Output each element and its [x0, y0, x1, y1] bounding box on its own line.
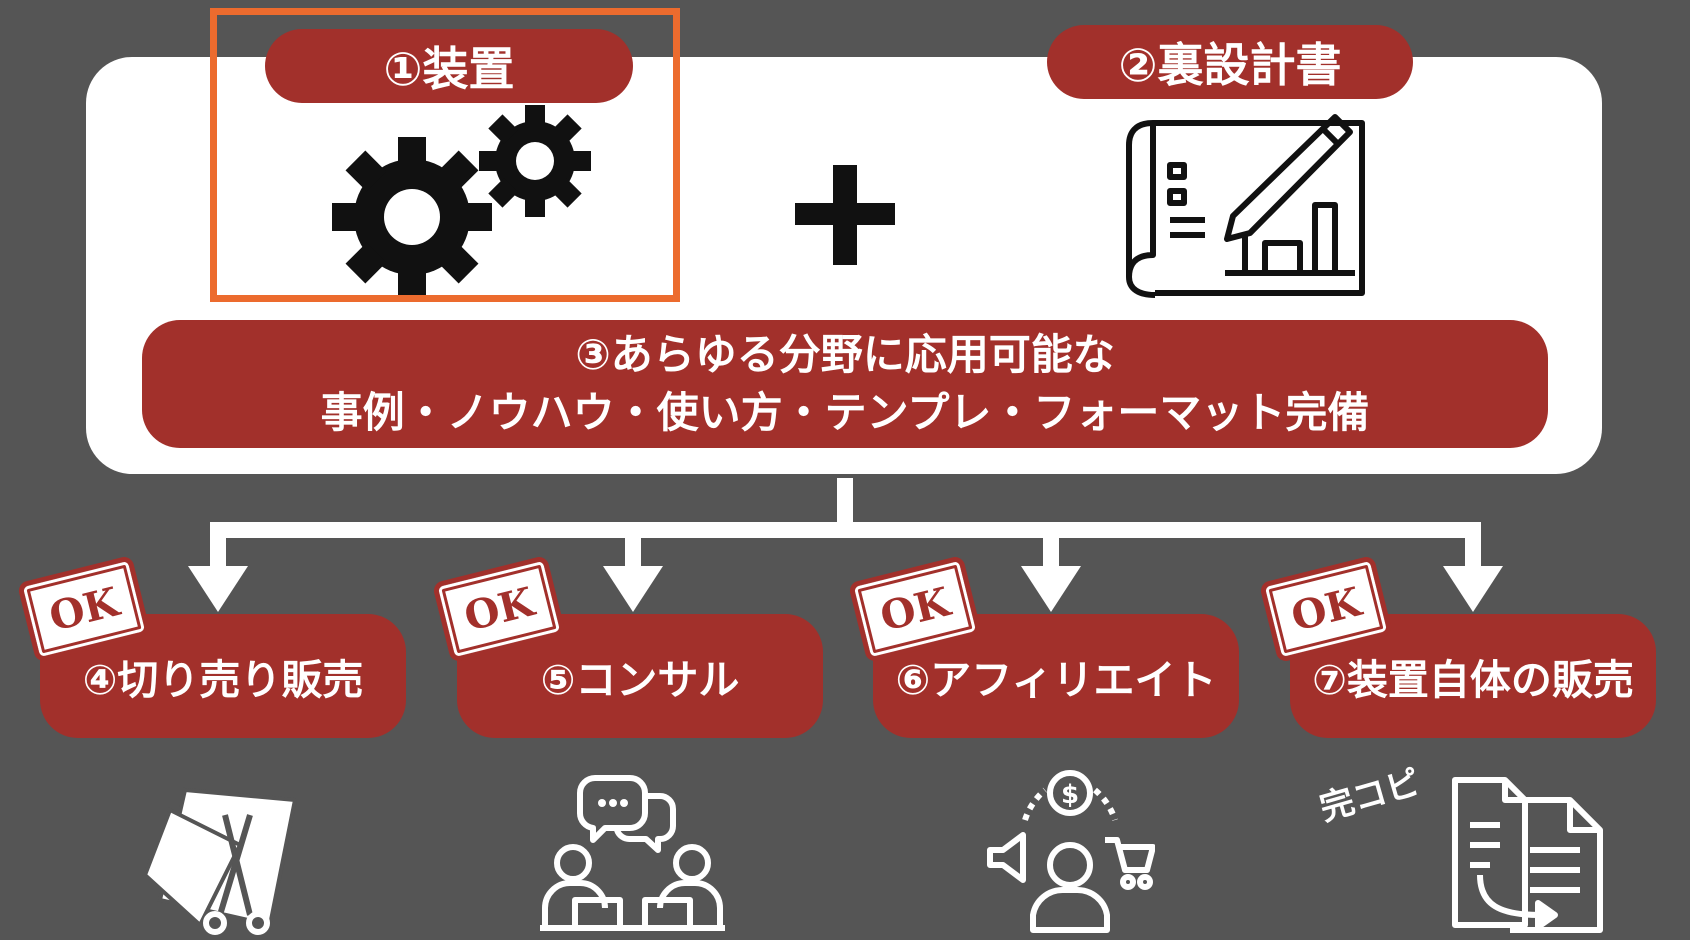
device-highlight-frame [210, 8, 680, 302]
scissors-cutting-paper-icon [142, 787, 298, 935]
affiliate-marketing-icon: $ [987, 770, 1155, 933]
feature-description: ③あらゆる分野に応用可能な 事例・ノウハウ・使い方・テンプレ・フォーマット完備 [142, 320, 1548, 448]
branch-arrows [188, 522, 1503, 612]
device-label: ①装置 [265, 29, 633, 103]
feature-line-1: ③あらゆる分野に応用可能な [575, 330, 1115, 379]
blueprint-label: ②裏設計書 [1047, 25, 1413, 99]
gears-icon [332, 105, 591, 295]
arrow-down-icon [1021, 522, 1081, 612]
trunk-connector [837, 478, 853, 530]
arrow-down-icon [188, 522, 248, 612]
svg-text:$: $ [1061, 780, 1079, 810]
feature-line-2: 事例・ノウハウ・使い方・テンプレ・フォーマット完備 [320, 388, 1370, 437]
copy-caption: 完コピ [1315, 762, 1425, 830]
blueprint-pencil-icon [1126, 114, 1365, 298]
arrow-down-icon [603, 522, 663, 612]
plus-icon [795, 165, 895, 265]
branch-bar [210, 522, 1480, 538]
document-copy-icon [1452, 777, 1603, 933]
consulting-conversation-icon [540, 775, 725, 931]
arrow-down-icon [1443, 522, 1503, 612]
